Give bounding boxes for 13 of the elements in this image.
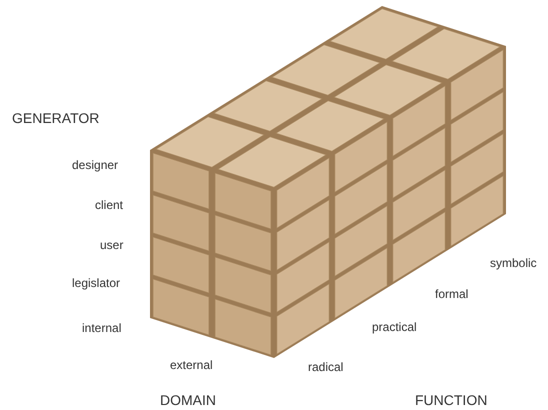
axis-label: formal: [435, 287, 468, 301]
axis-label: symbolic: [490, 256, 537, 270]
axis-label: client: [95, 198, 124, 212]
axis-label: designer: [72, 158, 118, 172]
axis-label: external: [170, 358, 213, 372]
axis-label: practical: [372, 320, 417, 334]
axis-title: DOMAIN: [160, 392, 216, 408]
axis-label: legislator: [72, 276, 120, 290]
axis-title: FUNCTION: [415, 392, 488, 408]
axis-title: GENERATOR: [12, 110, 100, 126]
axis-label: user: [100, 238, 124, 252]
axis-label: internal: [82, 321, 122, 335]
axis-label: radical: [308, 360, 344, 374]
